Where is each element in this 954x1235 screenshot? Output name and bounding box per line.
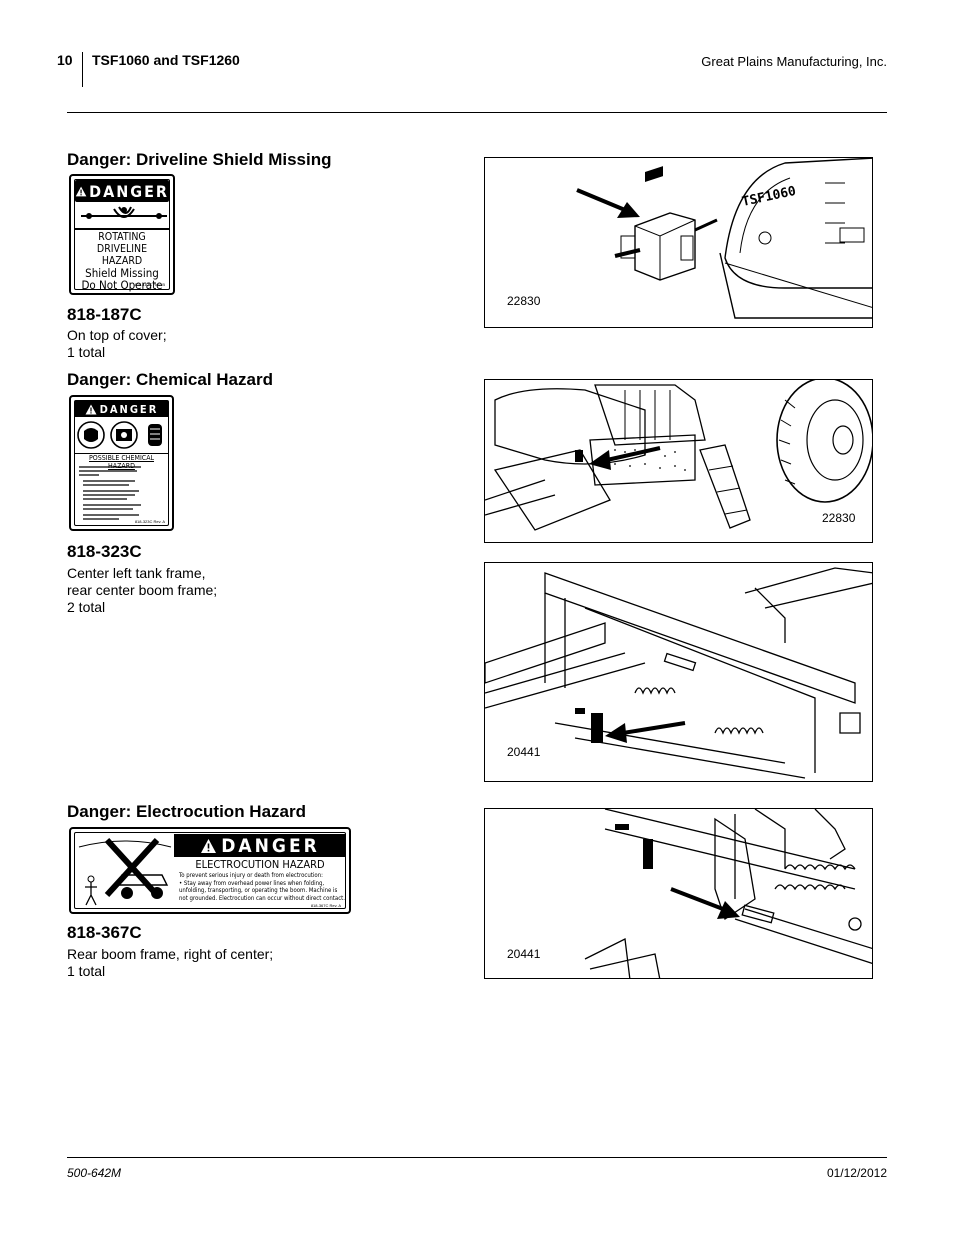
decal-line: • Stay away from overhead power lines wh… [179, 879, 346, 902]
decal-line: Shield Missing [85, 266, 159, 280]
warning-triangle-icon [75, 186, 87, 196]
figure-center-boom-frame: 20441 [484, 562, 873, 782]
company-name: Great Plains Manufacturing, Inc. [701, 54, 887, 69]
signal-word: DANGER [89, 181, 169, 201]
decal-heading: POSSIBLE CHEMICAL HAZARD [88, 454, 155, 470]
figure-number: 20441 [507, 745, 541, 759]
decal-line: To prevent serious injury or death from … [179, 872, 323, 879]
decal-818-367C: DANGER ELECTROCUTION HAZARD To prevent s… [69, 827, 351, 914]
warning-triangle-icon [85, 404, 97, 414]
decal-code: 818-367C Rev. A [310, 903, 341, 908]
decal-818-323C: DANGER POSSIBLE CHEMICAL HAZARD 818-323C… [69, 395, 174, 531]
warning-triangle-icon [201, 838, 217, 853]
location-description: Center left tank frame, rear center boom… [67, 565, 218, 615]
power-line-contact-icon [78, 837, 172, 906]
figure-tank-frame: 22830 [484, 379, 873, 543]
part-number-818-323C: 818-323C [67, 542, 142, 561]
document-title: TSF1060 and TSF1260 [92, 52, 240, 68]
decal-fine-print [79, 466, 141, 520]
part-number-818-187C: 818-187C [67, 305, 142, 324]
footer-rule [67, 1157, 887, 1158]
header-rule [67, 112, 887, 113]
protective-equipment-icons [77, 421, 162, 449]
decal-line: ROTATING DRIVELINE [96, 231, 148, 255]
section-title-electrocution: Danger: Electrocution Hazard [67, 802, 306, 821]
decal-code: 818-187C Rev. B [134, 282, 165, 287]
danger-banner: DANGER [75, 180, 169, 202]
driveline-entanglement-icon [81, 206, 167, 219]
danger-banner: DANGER [75, 401, 168, 417]
decal-818-187C: DANGER ROTATING DRIVELINE HAZARD Shield … [69, 174, 175, 295]
location-description: On top of cover; 1 total [67, 327, 167, 360]
part-number-818-367C: 818-367C [67, 923, 142, 942]
decal-message: ROTATING DRIVELINE HAZARD Shield Missing… [75, 231, 169, 291]
decal-line: Do Not Operate [81, 278, 163, 292]
header-divider [82, 52, 83, 87]
document-number: 500-642M [67, 1166, 122, 1180]
page-number: 10 [57, 52, 73, 68]
figure-number: 20441 [507, 947, 541, 961]
location-description: Rear boom frame, right of center; 1 tota… [67, 946, 274, 979]
decal-line: HAZARD [101, 255, 143, 267]
figure-tank-cover: TSF1060 22830 [484, 157, 873, 328]
section-title-chemical: Danger: Chemical Hazard [67, 370, 273, 389]
publication-date: 01/12/2012 [826, 1166, 887, 1180]
decal-code: 818-323C Rev. A [134, 519, 165, 524]
decal-heading: ELECTROCUTION HAZARD [195, 858, 325, 871]
danger-banner: DANGER [174, 834, 346, 857]
section-title-driveline: Danger: Driveline Shield Missing [67, 150, 332, 169]
figure-number: 22830 [507, 294, 541, 308]
figure-number: 22830 [822, 511, 856, 525]
signal-word: DANGER [99, 402, 159, 416]
figure-rear-boom-frame: 20441 [484, 808, 873, 979]
decal-message: To prevent serious injury or death from … [179, 872, 345, 902]
signal-word: DANGER [221, 834, 320, 857]
